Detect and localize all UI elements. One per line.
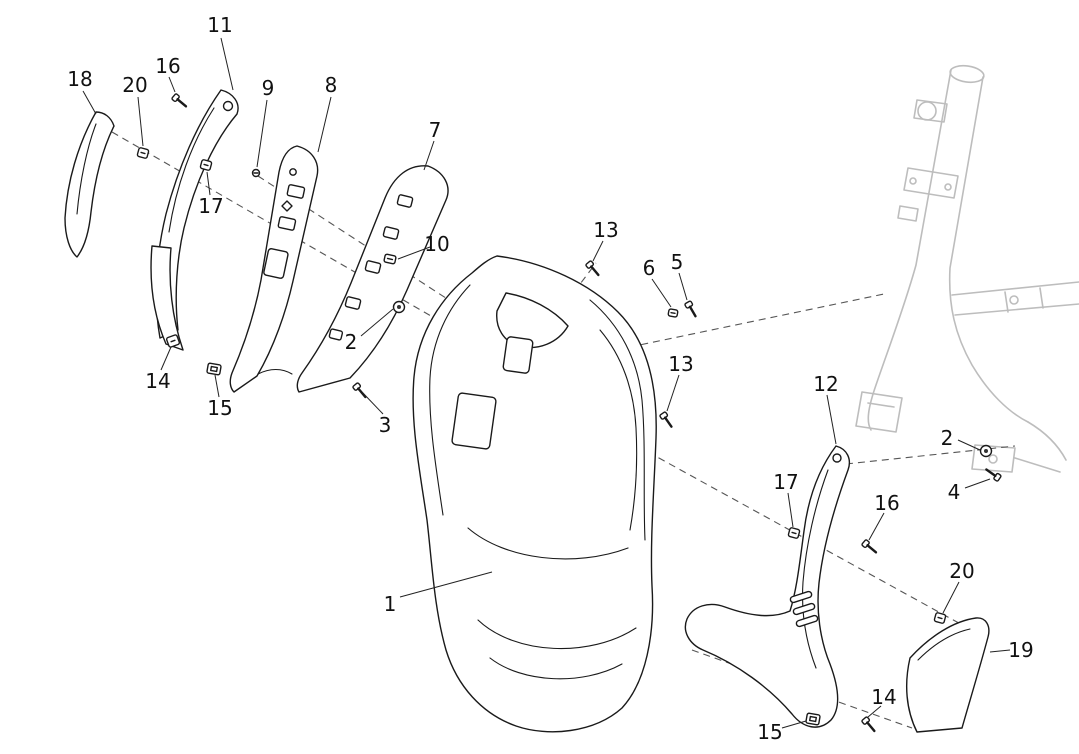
- callout-14: 14: [871, 685, 897, 709]
- fastener-nut-20-right: [933, 612, 947, 624]
- callout-13: 13: [668, 352, 694, 376]
- callout-13: 13: [593, 218, 619, 242]
- part-8-central-cover: [229, 145, 319, 393]
- fastener-screw-16-right: [861, 539, 878, 554]
- callout-11: 11: [207, 13, 233, 37]
- fastener-screw-13-right: [659, 411, 673, 428]
- callout-19: 19: [1008, 638, 1034, 662]
- fastener-clip-6: [667, 308, 679, 318]
- callout-15: 15: [207, 396, 233, 420]
- fastener-screw-16-left: [171, 93, 188, 108]
- fastener-nut-20-left: [136, 147, 150, 159]
- part-12-lower-trim: [684, 445, 851, 728]
- fastener-grommet-2-left: [392, 300, 406, 314]
- fastener-clip-14-left: [165, 334, 181, 348]
- fastener-screw-13-top: [585, 260, 600, 277]
- fastener-clip-15-left: [206, 362, 222, 376]
- callout-5: 5: [670, 250, 684, 274]
- callout-10: 10: [424, 232, 450, 256]
- chassis-frame: [855, 64, 1079, 473]
- fastener-screw-9: [251, 168, 261, 178]
- callout-8: 8: [324, 73, 338, 97]
- part-11-front-trim: [150, 89, 239, 351]
- callout-2: 2: [344, 330, 358, 354]
- callout-12: 12: [813, 372, 839, 396]
- callout-16: 16: [155, 54, 181, 78]
- fastener-screw-5: [684, 300, 697, 318]
- callout-6: 6: [642, 256, 656, 280]
- callout-4: 4: [947, 480, 961, 504]
- callout-17: 17: [773, 470, 799, 494]
- callout-15: 15: [757, 720, 783, 744]
- callout-18: 18: [67, 67, 93, 91]
- fastener-nut-17-right: [787, 527, 801, 539]
- callout-20: 20: [949, 559, 975, 583]
- leader-lines: [82, 37, 1011, 729]
- callout-9: 9: [261, 76, 275, 100]
- fastener-clip-15-right: [805, 712, 821, 726]
- part-1-front-shield: [412, 255, 657, 733]
- fastener-screw-3: [352, 382, 367, 399]
- fastener-nut-17-left: [199, 159, 213, 171]
- callout-1: 1: [383, 592, 397, 616]
- part-18-side-trim: [64, 111, 115, 258]
- callout-17: 17: [198, 194, 224, 218]
- fastener-screw-14-right: [861, 716, 876, 733]
- parts-layer: [64, 89, 1002, 733]
- fastener-grommet-2-right: [979, 444, 993, 458]
- callout-7: 7: [428, 118, 442, 142]
- callout-20: 20: [122, 73, 148, 97]
- fastener-clip-10: [383, 253, 397, 265]
- callout-14: 14: [145, 369, 171, 393]
- fastener-screw-4: [985, 468, 1002, 482]
- part-19-side-panel: [906, 617, 990, 733]
- callout-16: 16: [874, 491, 900, 515]
- callout-3: 3: [378, 413, 392, 437]
- callout-2: 2: [940, 426, 954, 450]
- part-7-front-trim: [296, 165, 449, 393]
